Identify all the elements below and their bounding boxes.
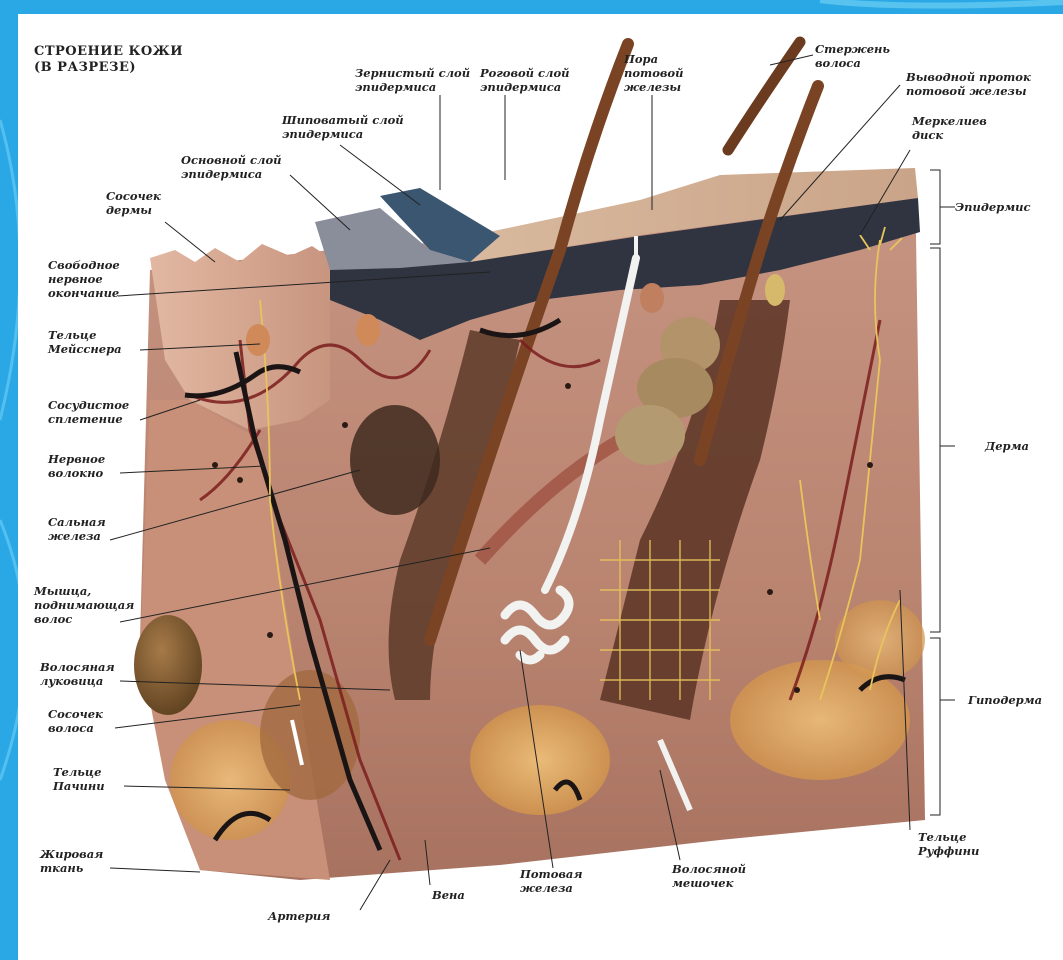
label-ruffini-corpuscle: Тельце Руффини xyxy=(918,830,979,858)
leader-vein xyxy=(425,840,430,885)
leader-duct xyxy=(780,85,900,220)
leader-basal xyxy=(290,175,350,230)
leader-follicle xyxy=(660,770,680,860)
bracket-epidermis xyxy=(930,170,955,244)
label-sebaceous-gland: Сальная железа xyxy=(48,515,106,543)
leader-free-nerve xyxy=(118,272,490,296)
label-horny-layer: Роговой слой эпидермиса xyxy=(480,66,570,94)
label-sweat-pore: Пора потовой железы xyxy=(624,52,683,94)
bracket-hypodermis xyxy=(930,638,955,815)
label-dermis: Дерма xyxy=(985,439,1029,453)
label-spinous-layer: Шиповатый слой эпидермиса xyxy=(282,113,404,141)
label-hypodermis: Гиподерма xyxy=(968,693,1042,707)
label-granular-layer: Зернистый слой эпидермиса xyxy=(355,66,470,94)
leader-meissner xyxy=(140,344,260,350)
leader-sweat-gland xyxy=(520,650,553,868)
leader-muscle xyxy=(120,548,490,622)
label-basal-layer: Основной слой эпидермиса xyxy=(181,153,282,181)
label-adipose-tissue: Жировая ткань xyxy=(40,847,103,875)
leader-fat xyxy=(110,868,200,872)
leader-ruffini xyxy=(900,590,910,830)
label-sweat-gland: Потовая железа xyxy=(520,867,583,895)
label-hair-bulb: Волосяная луковица xyxy=(40,660,115,688)
leader-hair-papilla xyxy=(115,705,300,728)
label-hair-papilla: Сосочек волоса xyxy=(48,707,103,735)
leader-plexus xyxy=(140,400,200,420)
leader-papilla xyxy=(165,222,215,262)
leader-artery xyxy=(360,860,390,910)
label-pacinian-corpuscle: Тельце Пачини xyxy=(53,765,105,793)
label-free-nerve-ending: Свободное нервное окончание xyxy=(48,258,120,300)
leader-shaft xyxy=(770,55,813,65)
label-meissner-corpuscle: Тельце Мейсснера xyxy=(48,328,122,356)
label-dermal-papilla: Сосочек дермы xyxy=(106,189,161,217)
leader-nerve-fiber xyxy=(120,466,265,473)
label-sweat-duct: Выводной проток потовой железы xyxy=(906,70,1031,98)
label-vascular-plexus: Сосудистое сплетение xyxy=(48,398,129,426)
leader-merkel xyxy=(860,150,910,235)
label-merkel-disc: Меркелиев диск xyxy=(912,114,987,142)
leader-sebaceous xyxy=(110,470,360,540)
bracket-dermis xyxy=(930,248,955,632)
label-arrector-pili-muscle: Мышца, поднимающая волос xyxy=(34,584,134,626)
label-epidermis: Эпидермис xyxy=(955,200,1031,214)
leader-spinous xyxy=(340,145,420,205)
leader-pacini xyxy=(124,786,290,790)
label-hair-follicle: Волосяной мешочек xyxy=(672,862,746,890)
figure-title: СТРОЕНИЕ КОЖИ (В РАЗРЕЗЕ) xyxy=(34,44,183,76)
label-hair-shaft: Стержень волоса xyxy=(815,42,890,70)
leader-bulb xyxy=(120,681,390,690)
label-vein: Вена xyxy=(432,888,465,902)
label-nerve-fiber: Нервное волокно xyxy=(48,452,105,480)
label-artery: Артерия xyxy=(268,909,330,923)
